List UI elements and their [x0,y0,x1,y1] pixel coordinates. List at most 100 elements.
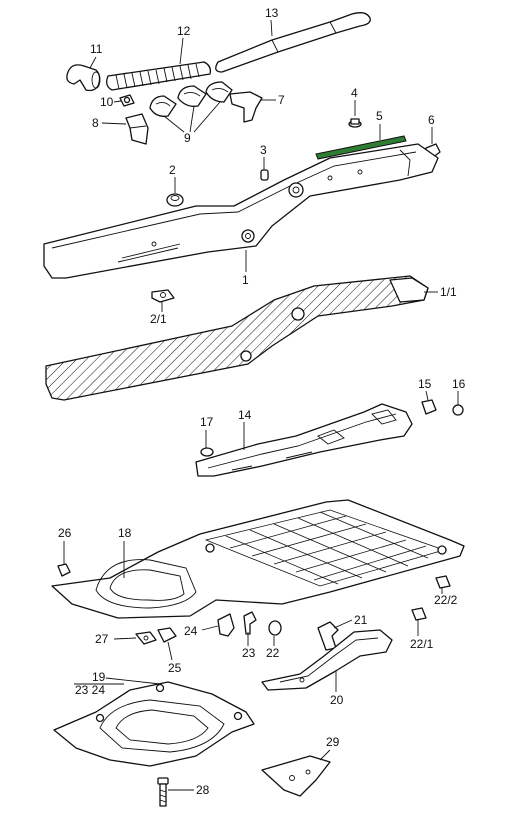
part-25-clip [157,627,177,643]
svg-text:8: 8 [92,116,99,130]
part-20-side-member [261,629,393,691]
part-22-1-nut [411,607,427,621]
part-15-nut [421,399,437,415]
part-10-clip [119,94,135,107]
part-2-1-clip [151,289,175,303]
callout-22: 22 [266,636,280,660]
svg-text:22: 22 [266,646,280,660]
part-1-1-insulated-frame [45,275,429,401]
callout-26: 26 [58,526,72,564]
callout-15: 15 [418,377,432,401]
part-21-bracket [317,621,339,651]
part-13-pipe [215,12,371,73]
callout-8: 8 [92,116,127,130]
part-23-clip [243,611,257,635]
svg-text:2/1: 2/1 [150,312,167,326]
callout-2-1: 2/1 [150,302,167,326]
part-18-floor-pan [51,499,465,619]
callout-25: 25 [167,641,182,675]
svg-text:10: 10 [100,95,114,109]
svg-text:22/2: 22/2 [434,593,458,607]
svg-text:12: 12 [177,24,191,38]
callout-28: 28 [168,783,210,797]
part-24-bracket [217,613,235,637]
svg-text:2: 2 [169,163,176,177]
svg-text:3: 3 [260,143,267,157]
callout-22-2: 22/2 [434,588,458,607]
callout-24: 24 [184,624,219,638]
svg-text:20: 20 [330,693,344,707]
part-8-bracket [125,113,149,145]
callout-1-1: 1/1 [424,285,457,299]
callout-20: 20 [330,670,344,707]
part-26-bolt [57,563,71,577]
part-14-tunnel-cover [195,403,413,477]
callout-9: 9 [163,101,221,145]
svg-text:27: 27 [95,632,109,646]
svg-text:4: 4 [351,86,358,100]
callout-13: 13 [265,6,279,37]
callout-4: 4 [351,86,358,116]
callout-18: 18 [118,526,132,578]
callout-7: 7 [260,93,285,107]
callout-27: 27 [95,632,137,646]
part-28-bolt [157,777,169,807]
callout-6: 6 [428,113,435,144]
part-16-cap [452,404,464,416]
part-27-clip [135,631,157,645]
svg-text:16: 16 [452,377,466,391]
svg-text:17: 17 [200,415,214,429]
svg-text:21: 21 [354,613,368,627]
svg-text:9: 9 [184,131,191,145]
svg-text:7: 7 [278,93,285,107]
svg-text:11: 11 [90,42,103,56]
svg-text:25: 25 [168,661,182,675]
part-7-bracket [229,91,263,123]
part-4-nut [348,118,362,128]
callout-19: 19 23 24 [74,670,161,697]
callout-16: 16 [452,377,466,405]
part-2-grommet [166,193,184,207]
svg-text:1: 1 [242,273,249,287]
svg-text:29: 29 [326,735,340,749]
svg-text:22/1: 22/1 [410,637,434,651]
svg-text:18: 18 [118,526,132,540]
part-9-clamps [149,81,233,117]
part-29-plate [261,755,331,797]
callout-21: 21 [333,613,368,629]
svg-text:19: 19 [92,670,106,684]
svg-text:26: 26 [58,526,72,540]
svg-text:24: 24 [184,624,198,638]
part-19-lower-pan [53,681,255,767]
callout-23: 23 [242,632,256,660]
svg-text:14: 14 [238,408,252,422]
part-22-2-nut [435,575,451,589]
callout-29: 29 [319,735,340,761]
callout-5: 5 [376,109,383,140]
callout-11: 11 [89,42,103,69]
callout-3: 3 [260,143,267,170]
svg-text:15: 15 [418,377,432,391]
callout-22-1: 22/1 [410,620,434,651]
part-1-frame-tunnel [43,143,439,279]
part-5-rod [315,135,407,160]
part-3-pin [260,169,269,181]
svg-text:23 24: 23 24 [75,683,105,697]
part-11-elbow-hose [66,64,101,92]
callout-17: 17 [200,415,214,448]
callout-14: 14 [238,408,252,450]
part-17-grommet [200,447,214,457]
svg-text:5: 5 [376,109,383,123]
svg-text:1/1: 1/1 [440,285,457,299]
part-12-corrugated-hose [106,61,212,91]
callout-2: 2 [169,163,176,193]
svg-text:13: 13 [265,6,279,20]
part-22-cap [268,620,282,636]
svg-text:28: 28 [196,783,210,797]
callout-10: 10 [100,95,122,109]
svg-text:6: 6 [428,113,435,127]
svg-text:23: 23 [242,646,256,660]
callout-1: 1 [242,250,249,287]
callout-12: 12 [177,24,191,65]
